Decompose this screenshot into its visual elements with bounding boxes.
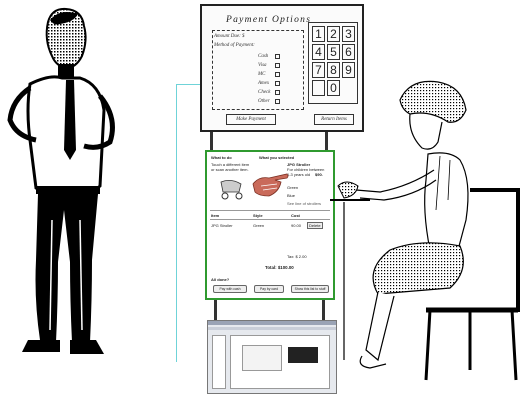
sketch-key-1: 1 <box>312 26 325 42</box>
delete-button[interactable]: Delete <box>307 222 323 229</box>
frame-line-left <box>176 84 177 362</box>
instruction-line: or scan another item. <box>211 167 249 172</box>
sketch-key-2: 2 <box>327 26 340 42</box>
divider <box>210 210 330 211</box>
show-list-button[interactable]: Show this list to stuff <box>291 285 329 293</box>
column-item: Item <box>211 213 219 218</box>
easel-leg-right <box>325 130 328 152</box>
column-cost: Cost <box>291 213 300 218</box>
thumb-toolbar <box>208 327 336 330</box>
stand-leg-left <box>214 298 217 322</box>
pay-with-cash-button[interactable]: Pay with cash <box>213 285 247 293</box>
thumb-slide <box>242 345 282 371</box>
row-style: Green <box>253 223 264 228</box>
divider <box>210 219 330 220</box>
sketch-key-3: 3 <box>342 26 355 42</box>
sketch-make-payment-button: Make Payment <box>226 114 276 125</box>
stand-leg-right <box>322 298 325 322</box>
kiosk-screen: What to do Touch a different item or sca… <box>205 150 335 300</box>
sketch-key-7: 7 <box>312 62 325 78</box>
sketch-key-6: 6 <box>342 44 355 60</box>
thumb-titlebar <box>208 321 336 325</box>
all-done-label: All done? <box>211 277 229 282</box>
thumb-side-panel <box>212 335 226 389</box>
seated-woman-illustration <box>330 60 526 397</box>
sketch-list-area <box>212 30 304 110</box>
pay-by-card-button[interactable]: Pay by card <box>254 285 284 293</box>
total-line: Total: $100.00 <box>265 265 294 270</box>
easel-leg-left <box>210 130 213 152</box>
stroller-image <box>217 176 247 200</box>
sketch-key-5: 5 <box>327 44 340 60</box>
what-to-do-heading: What to do <box>211 155 232 160</box>
tax-line: Tax: $ 2.00 <box>287 254 307 259</box>
sketch-key-4: 4 <box>312 44 325 60</box>
hand-touching-screen <box>251 166 291 200</box>
what-you-selected-heading: What you selected <box>259 155 294 160</box>
row-item: JPG Stroller <box>211 223 233 228</box>
sketch-title: Payment Options <box>226 15 311 25</box>
sketch-key-blank <box>312 80 325 96</box>
column-style: Style <box>253 213 263 218</box>
see-strollers-link[interactable]: See line of strollers <box>287 201 321 206</box>
software-screenshot-thumbnail <box>207 320 337 394</box>
thumb-dark-panel <box>288 347 318 363</box>
product-price: $90. <box>315 172 323 177</box>
row-cost: 90.00 <box>291 223 301 228</box>
standing-man-illustration <box>0 0 120 370</box>
